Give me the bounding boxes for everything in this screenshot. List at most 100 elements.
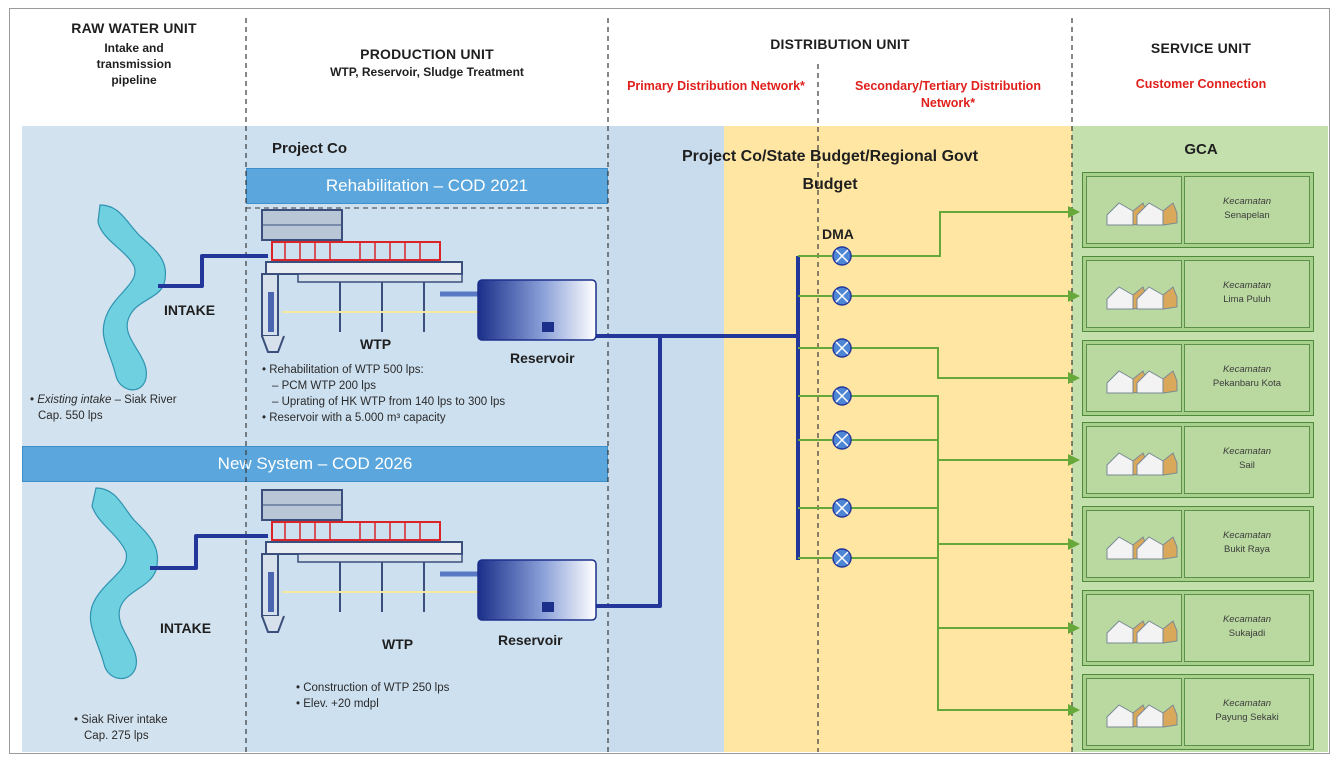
new-intake-note: • Siak River intake Cap. 275 lps — [74, 712, 244, 744]
valve-icon — [832, 246, 852, 266]
existing-intake-text: Existing intake — [37, 394, 112, 406]
arrow-heads — [1068, 206, 1080, 716]
houses-icon — [1106, 536, 1178, 560]
wtp-rehab-graphic — [261, 209, 480, 353]
production-subtitle: WTP, Reservoir, Sludge Treatment — [330, 65, 524, 79]
note-bullet: • — [30, 394, 38, 406]
reservoir-label-new: Reservoir — [498, 632, 563, 648]
raw-water-title: RAW WATER UNIT — [71, 20, 197, 36]
rehab-note-3: – Uprating of HK WTP from 140 lps to 300… — [272, 396, 506, 408]
river-rehab — [97, 204, 167, 391]
new-intake-text: • Siak River intake — [74, 714, 168, 726]
wtp-label-rehab: WTP — [360, 336, 392, 352]
existing-intake-cap: Cap. 550 lps — [38, 410, 103, 422]
secondary-lines — [798, 211, 1072, 711]
rehab-note-1: • Rehabilitation of WTP 500 lps: — [262, 364, 424, 376]
house-cell — [1086, 678, 1182, 746]
kecamatan-name: Lima Puluh — [1223, 294, 1271, 305]
intake-pipe-rehab — [158, 254, 268, 288]
houses-icon — [1106, 202, 1178, 226]
kecamatan-prefix: Kecamatan — [1222, 698, 1272, 709]
valve-icon — [832, 548, 852, 568]
valve-icon — [832, 386, 852, 406]
reservoir-new-graphic — [477, 559, 597, 621]
transmission-pipes — [150, 254, 800, 608]
reservoir-label-rehab: Reservoir — [510, 350, 575, 366]
raw-water-subtitle: Intake and transmission pipeline — [96, 41, 172, 87]
line-pekanbaru-kota — [842, 347, 1072, 379]
kecamatan-prefix: Kecamatan — [1222, 530, 1272, 541]
production-owner: Project Co — [272, 140, 348, 157]
kecamatan-prefix: Kecamatan — [1222, 280, 1272, 291]
service-owner: GCA — [1184, 141, 1218, 158]
service-subtitle: Customer Connection — [1135, 77, 1267, 91]
intake-label-new: INTAKE — [160, 620, 212, 636]
distribution-title: DISTRIBUTION UNIT — [770, 36, 910, 52]
house-cell — [1086, 344, 1182, 412]
new-note-2: • Elev. +20 mdpl — [296, 698, 379, 710]
rehab-note-4: • Reservoir with a 5.000 m³ capacity — [262, 412, 446, 424]
rehab-production-notes: • Rehabilitation of WTP 500 lps: – PCM W… — [262, 362, 606, 426]
new-intake-cap: Cap. 275 lps — [84, 730, 149, 742]
valve-icon — [832, 498, 852, 518]
house-cell — [1086, 176, 1182, 244]
houses-icon — [1106, 452, 1178, 476]
intake-pipe-new — [150, 534, 268, 570]
houses-icon — [1106, 286, 1178, 310]
rehab-intake-note: • Existing intake – Siak River Cap. 550 … — [30, 392, 244, 424]
service-title: SERVICE UNIT — [1150, 40, 1252, 56]
service-header: SERVICE UNIT Customer Connection — [1076, 40, 1326, 93]
valve-icon — [832, 286, 852, 306]
intake-label-rehab: INTAKE — [164, 302, 216, 318]
production-header: PRODUCTION UNIT WTP, Reservoir, Sludge T… — [250, 46, 604, 79]
wtp-label-new: WTP — [382, 636, 414, 652]
rehab-band: Rehabilitation – COD 2021 — [246, 168, 608, 204]
house-cell — [1086, 426, 1182, 494]
distribution-primary-zone — [608, 126, 724, 752]
kecamatan-name: Pekanbaru Kota — [1212, 378, 1282, 389]
diagram-frame — [9, 8, 1330, 754]
kecamatan-prefix: Kecamatan — [1222, 614, 1272, 625]
reservoir-rehab-graphic — [477, 279, 597, 341]
raw-water-header: RAW WATER UNIT Intake and transmission p… — [26, 20, 242, 88]
secondary-network-label: Secondary/Tertiary Distribution Network* — [855, 79, 1041, 110]
kecamatan-prefix: Kecamatan — [1222, 196, 1272, 207]
wtp-new-graphic — [261, 489, 480, 633]
kecamatan-prefix: Kecamatan — [1222, 364, 1272, 375]
houses-icon — [1106, 704, 1178, 728]
new-system-band: New System – COD 2026 — [22, 446, 608, 482]
new-note-1: • Construction of WTP 250 lps — [296, 682, 450, 694]
distribution-owner: Project Co/State Budget/Regional Govt Bu… — [681, 148, 979, 193]
valve-icon — [832, 430, 852, 450]
valve-icon — [832, 338, 852, 358]
line-bukit-raya — [842, 439, 1072, 545]
dma-label: DMA — [822, 226, 854, 242]
houses-icon — [1106, 370, 1178, 394]
river-new — [89, 487, 159, 680]
main-pipe-new — [596, 336, 662, 608]
house-cell — [1086, 260, 1182, 328]
kecamatan-prefix: Kecamatan — [1222, 446, 1272, 457]
column-dividers — [245, 18, 1073, 752]
